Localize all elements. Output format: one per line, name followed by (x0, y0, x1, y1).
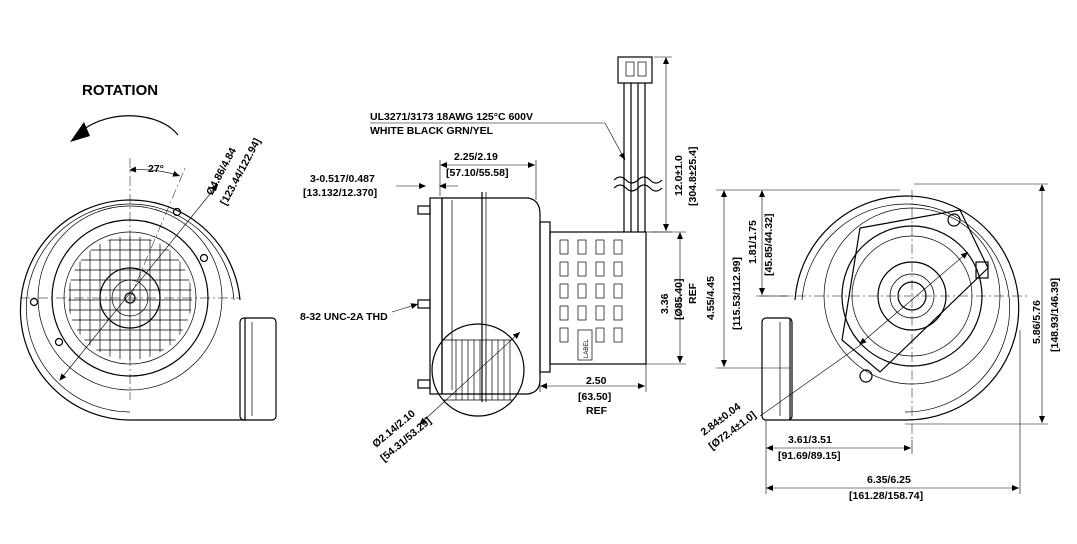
motor-label-text: LABEL (584, 339, 590, 358)
right-motor-plate (841, 209, 989, 373)
left-mount-hole-2 (199, 253, 209, 263)
thread-leader (391, 303, 419, 313)
wire-break (613, 176, 663, 184)
stud-bot (417, 379, 431, 389)
width-mm: [57.10/55.58] (446, 167, 508, 179)
stud-top (417, 205, 431, 215)
right-screw-1 (947, 213, 961, 227)
wire-leader (370, 122, 626, 161)
left-angle-line (129, 165, 187, 299)
left-outlet-flange (239, 317, 277, 421)
inlet-dia-leader (759, 343, 863, 417)
motor-label-box (577, 329, 593, 361)
height-mm: [115.53/112.99] (731, 257, 743, 330)
motor-len-in: 2.50 (586, 375, 607, 387)
lead-length-in: 12.0±1.0 (673, 155, 685, 196)
offset-mm: [91.69/89.15] (778, 450, 840, 462)
center-mm: [45.85/44.32] (763, 214, 775, 276)
left-mount-hole-3 (29, 297, 39, 307)
total-h-mm: [148.93/146.39] (1049, 278, 1061, 352)
offset-in: 3.61/3.51 (788, 434, 832, 446)
left-angle-arc (129, 166, 181, 177)
wire-spec: UL3271/3173 18AWG 125°C 600V (370, 111, 533, 123)
lead-length-mm: [304.8±25.4] (687, 147, 699, 206)
rotation-arrow (79, 115, 179, 136)
thread-label: 8-32 UNC-2A THD (300, 311, 388, 323)
motor-dia-mm: [Ø85.40] (673, 279, 685, 320)
right-tab (975, 261, 989, 279)
wire-bundle (623, 83, 646, 232)
motor-body (549, 231, 647, 365)
outlet-dia-line (419, 331, 521, 425)
connector (617, 56, 653, 84)
rotation-label: ROTATION (82, 82, 158, 99)
right-screw-2 (859, 369, 873, 383)
holes-mm: [13.132/12.370] (303, 187, 377, 199)
inlet-dia-line (859, 251, 969, 345)
angle-label: 27° (148, 163, 164, 175)
height-in: 4.55/4.45 (705, 276, 717, 320)
wire-colors: WHITE BLACK GRN/YEL (370, 125, 494, 137)
side-view: UL3271/3173 18AWG 125°C 600V WHITE BLACK… (300, 56, 699, 464)
right-housing (789, 195, 1020, 421)
right-view: 4.55/4.45 [115.53/112.99] 1.81/1.75 [45.… (699, 183, 1061, 502)
holes-in: 3-0.517/0.487 (310, 173, 375, 185)
right-outlet (761, 317, 793, 421)
right-housing-inner (801, 203, 1010, 413)
width-in: 2.25/2.19 (454, 151, 498, 163)
stud-mid (417, 299, 431, 309)
motor-mount (539, 221, 551, 373)
motor-len-ref: REF (586, 405, 608, 417)
center-in: 1.81/1.75 (747, 220, 759, 264)
connector-tab-2 (637, 61, 647, 77)
left-diameter-line (59, 183, 219, 381)
wire-break-2 (613, 184, 663, 192)
motor-dia-ref: REF (687, 282, 699, 304)
rotation-arrowhead (70, 122, 90, 142)
connector-tab (625, 61, 635, 77)
motor-vents (559, 239, 623, 343)
left-view: ROTATION (19, 82, 277, 421)
left-mount-hole-4 (54, 337, 64, 347)
side-housing (441, 197, 541, 395)
width-r-mm: [161.28/158.74] (849, 490, 923, 502)
total-h-in: 5.86/5.76 (1031, 300, 1043, 344)
motor-len-mm: [63.50] (578, 391, 611, 403)
motor-dia-in: 3.36 (659, 293, 671, 314)
width-r-in: 6.35/6.25 (867, 474, 911, 486)
